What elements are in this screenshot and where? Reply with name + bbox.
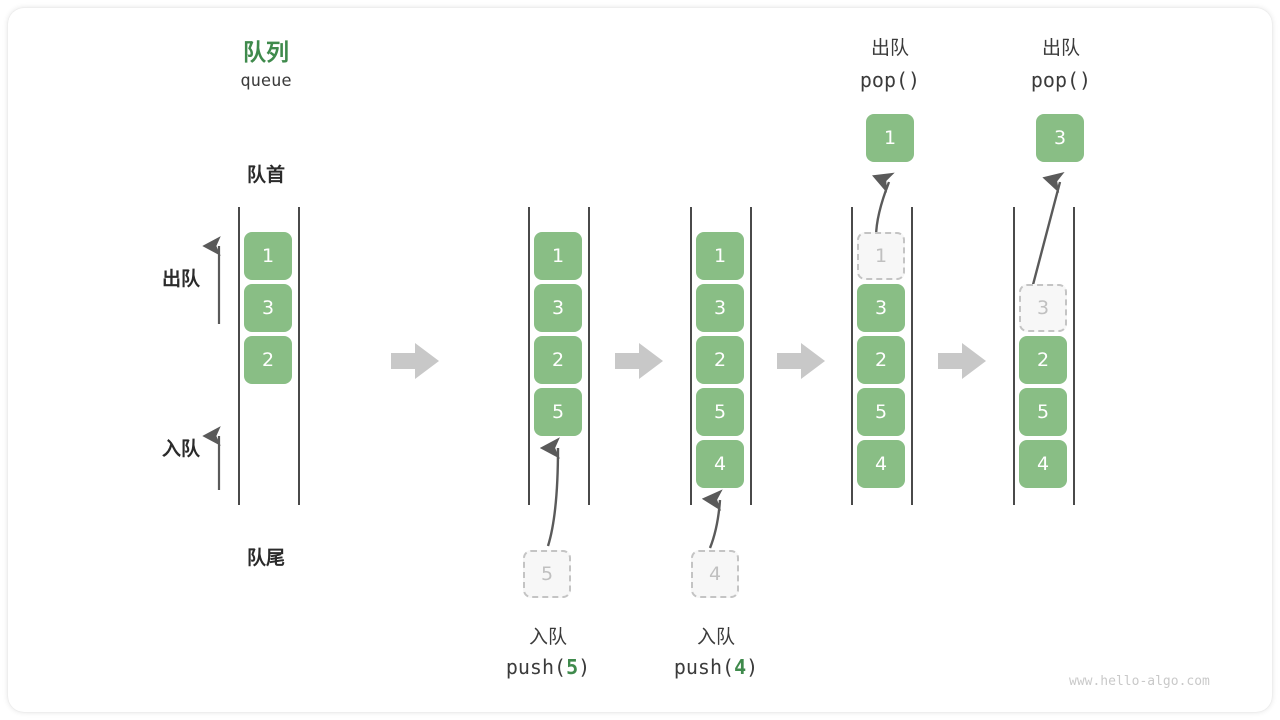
- queue-cell: 5: [857, 388, 905, 436]
- push-code-pre: push(: [673, 655, 735, 679]
- pop-label-code: pop(): [1030, 68, 1092, 92]
- watermark: www.hello-algo.com: [1069, 674, 1210, 689]
- push-code-post: ): [746, 655, 759, 679]
- queue-rail-right: [298, 207, 300, 505]
- popped-value-cell: 3: [1036, 114, 1084, 162]
- push-label-code: push(5): [473, 655, 623, 679]
- pop-label-cn: 出队: [870, 37, 909, 59]
- queue-cell: 5: [534, 388, 582, 436]
- queue-cell: 1: [244, 232, 292, 280]
- queue-rail-left: [238, 207, 240, 505]
- dequeue-side-label: 出队: [161, 268, 200, 290]
- queue-cell: 3: [857, 284, 905, 332]
- queue-rail-right: [750, 207, 752, 505]
- push-code-pre: push(: [505, 655, 567, 679]
- queue-cell: 4: [1019, 440, 1067, 488]
- diagram-title-cn: 队列: [243, 40, 289, 66]
- push-label-cn: 入队: [528, 626, 567, 648]
- queue-head-label: 队首: [246, 164, 285, 186]
- pop-label-cn: 出队: [1041, 37, 1080, 59]
- diagram-card: 队列 queue 队首 队尾 出队 入队 1 3 2: [8, 8, 1272, 712]
- queue-cell: 2: [1019, 336, 1067, 384]
- incoming-ghost-cell: 4: [691, 550, 739, 598]
- queue-cell-vacated: 3: [1019, 284, 1067, 332]
- queue-cell: 4: [696, 440, 744, 488]
- push-arrow: [701, 489, 723, 549]
- queue-rail-left: [528, 207, 530, 505]
- queue-cell: 4: [857, 440, 905, 488]
- queue-cell: 2: [534, 336, 582, 384]
- queue-cell: 5: [696, 388, 744, 436]
- queue-rail-right: [1073, 207, 1075, 505]
- queue-cell: 2: [244, 336, 292, 384]
- step-transition-arrow: [938, 343, 986, 379]
- push-code-post: ): [578, 655, 591, 679]
- step-transition-arrow: [777, 343, 825, 379]
- enqueue-side-label: 入队: [161, 438, 200, 460]
- diagram-stage: 队列 queue 队首 队尾 出队 入队 1 3 2: [8, 8, 1272, 712]
- queue-cell: 2: [857, 336, 905, 384]
- push-label-code: push(4): [641, 655, 791, 679]
- push-arrow: [539, 437, 560, 547]
- push-code-value: 4: [734, 655, 747, 679]
- pop-arrow: [1027, 172, 1065, 301]
- push-label-cn: 入队: [696, 626, 735, 648]
- step-transition-arrow: [391, 343, 439, 379]
- popped-value-cell: 1: [866, 114, 914, 162]
- queue-cell: 1: [696, 232, 744, 280]
- queue-rail-right: [911, 207, 913, 505]
- queue-cell: 3: [244, 284, 292, 332]
- queue-rail-left: [851, 207, 853, 505]
- queue-rail-left: [1013, 207, 1015, 505]
- incoming-ghost-cell: 5: [523, 550, 571, 598]
- queue-cell: 3: [696, 284, 744, 332]
- queue-cell: 5: [1019, 388, 1067, 436]
- pop-label-code: pop(): [859, 68, 921, 92]
- queue-cell: 3: [534, 284, 582, 332]
- enqueue-direction-arrow: [202, 426, 221, 490]
- dequeue-direction-arrow: [202, 236, 221, 324]
- step-transition-arrow: [615, 343, 663, 379]
- queue-cell-vacated: 1: [857, 232, 905, 280]
- queue-cell: 2: [696, 336, 744, 384]
- push-code-value: 5: [566, 655, 579, 679]
- diagram-title-en: queue: [240, 71, 292, 91]
- queue-rail-left: [690, 207, 692, 505]
- queue-cell: 1: [534, 232, 582, 280]
- queue-tail-label: 队尾: [246, 547, 285, 569]
- queue-rail-right: [588, 207, 590, 505]
